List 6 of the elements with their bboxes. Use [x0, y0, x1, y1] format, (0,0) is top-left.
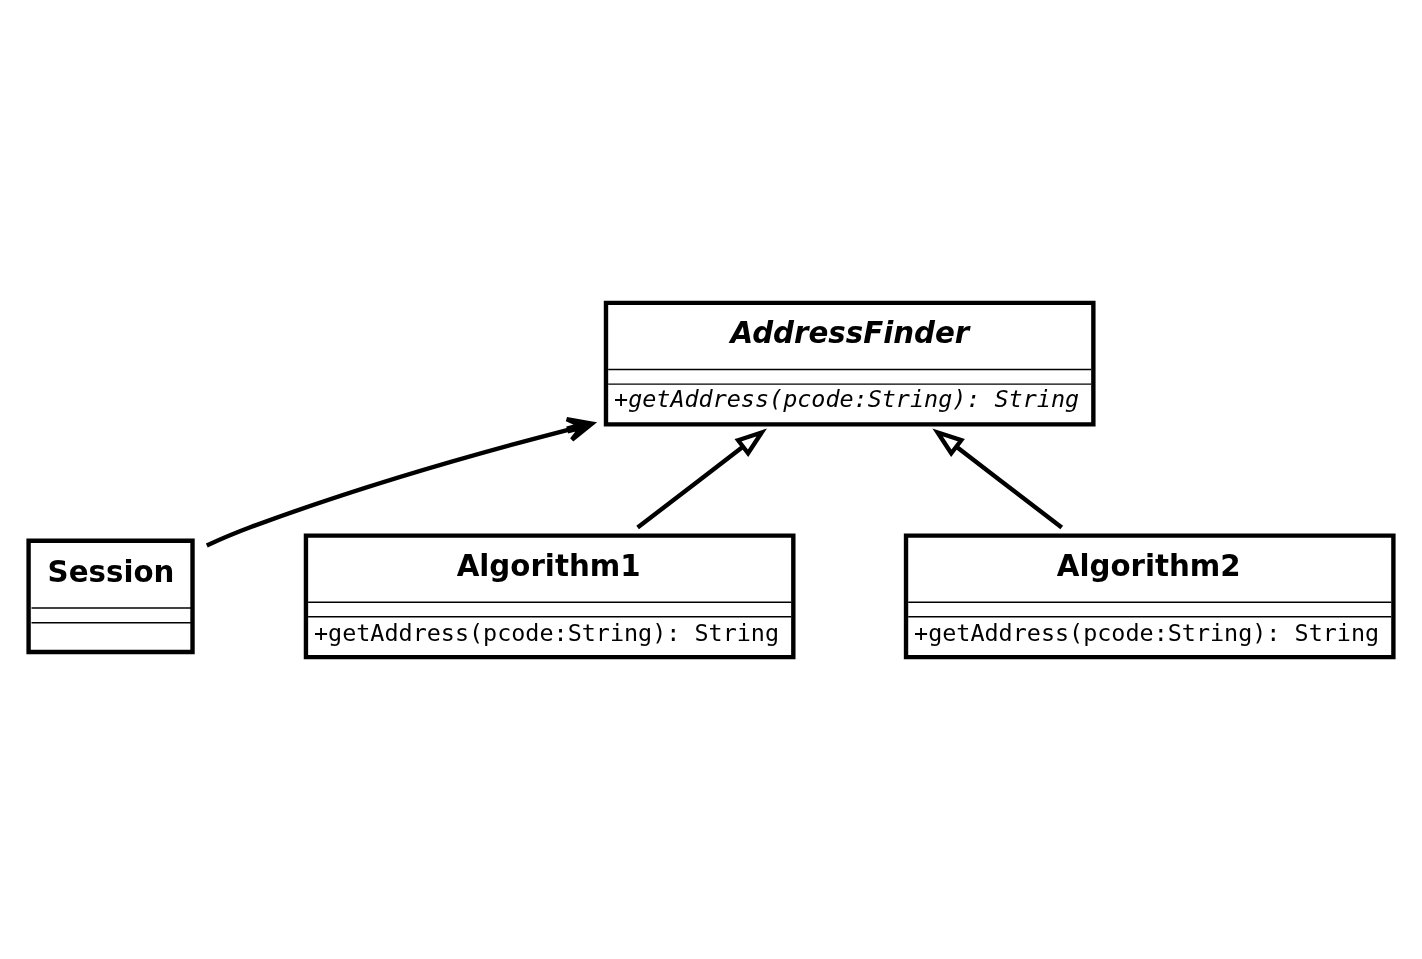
node-box: Algorithm1 +getAddress(pcode:String): String — [303, 532, 796, 659]
node-box: AddressFinder +getAddress(pcode:String): String — [603, 300, 1096, 427]
arrow — [636, 427, 767, 529]
node-box: Algorithm2 +getAddress(pcode:String): String — [903, 532, 1396, 659]
arrow — [932, 427, 1064, 529]
arrow — [205, 416, 595, 547]
